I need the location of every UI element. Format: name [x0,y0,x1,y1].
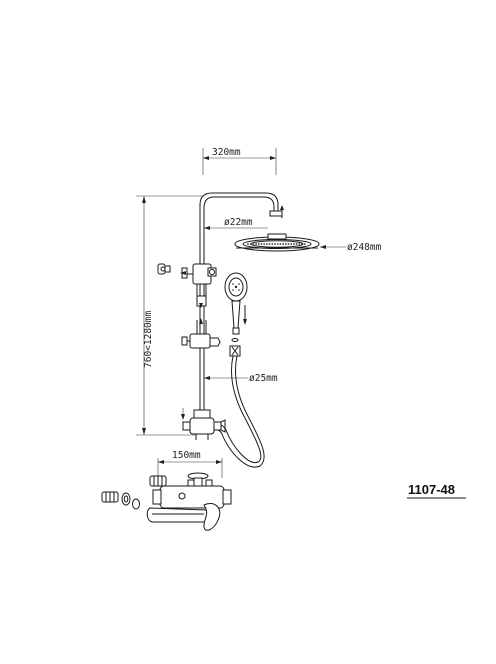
nozzle-dot [276,243,279,245]
height-label: 760<1280mm [143,311,154,368]
nozzle-dot [290,243,293,245]
faucet-width-dimension: 150mm [157,450,223,478]
hand-shower [224,272,248,335]
nozzle-dot [263,243,266,245]
nozzle-dot [257,243,260,245]
height-dimension: 760<1280mm [136,195,203,436]
nozzle-dot [252,243,255,245]
nozzle-dot [274,243,276,245]
rain-shower-head [234,233,320,252]
nozzle-dot [293,243,295,245]
head-dimension: ø248mm [320,242,382,253]
arm-width-dimension: 320mm [202,147,277,175]
upper-holder [180,263,217,296]
faucet-width-label: 150mm [172,450,201,461]
pipe-top-label: ø22mm [224,217,253,228]
nozzle-dot [303,243,306,245]
connect-arrow [181,408,185,420]
hose-nut [229,338,241,357]
nozzle-dot [298,243,301,245]
pipe-top-dimension: ø22mm [204,217,268,230]
diverter [182,409,226,440]
nozzle-dot [266,243,268,245]
nozzle-dot [249,243,252,245]
bath-mixer [146,472,232,531]
nozzle-dot [284,243,287,245]
eccentric-connector-left [101,491,131,506]
nozzle-dot [268,243,271,245]
eccentric-connector-right [132,475,167,510]
model-number: 1107-48 [408,482,455,497]
nozzle-dot [295,243,298,245]
nozzle-dot [260,243,263,245]
wall-bracket [157,263,171,275]
nozzle-dot [271,243,274,245]
clamp-sleeve [196,295,207,308]
nozzle-dot [301,243,303,245]
shower-column [199,192,284,420]
pipe-bottom-dimension: ø25mm [204,373,278,384]
head-dia-label: ø248mm [347,242,382,253]
nozzle-dot [279,243,282,245]
nozzle-dot [287,243,290,245]
slide-holder [181,318,221,349]
nozzle-dot [255,243,257,245]
nozzle-dot [282,243,284,245]
arm-width-label: 320mm [212,147,241,158]
nozzle-dot [247,243,249,245]
pipe-bottom-label: ø25mm [249,373,278,384]
